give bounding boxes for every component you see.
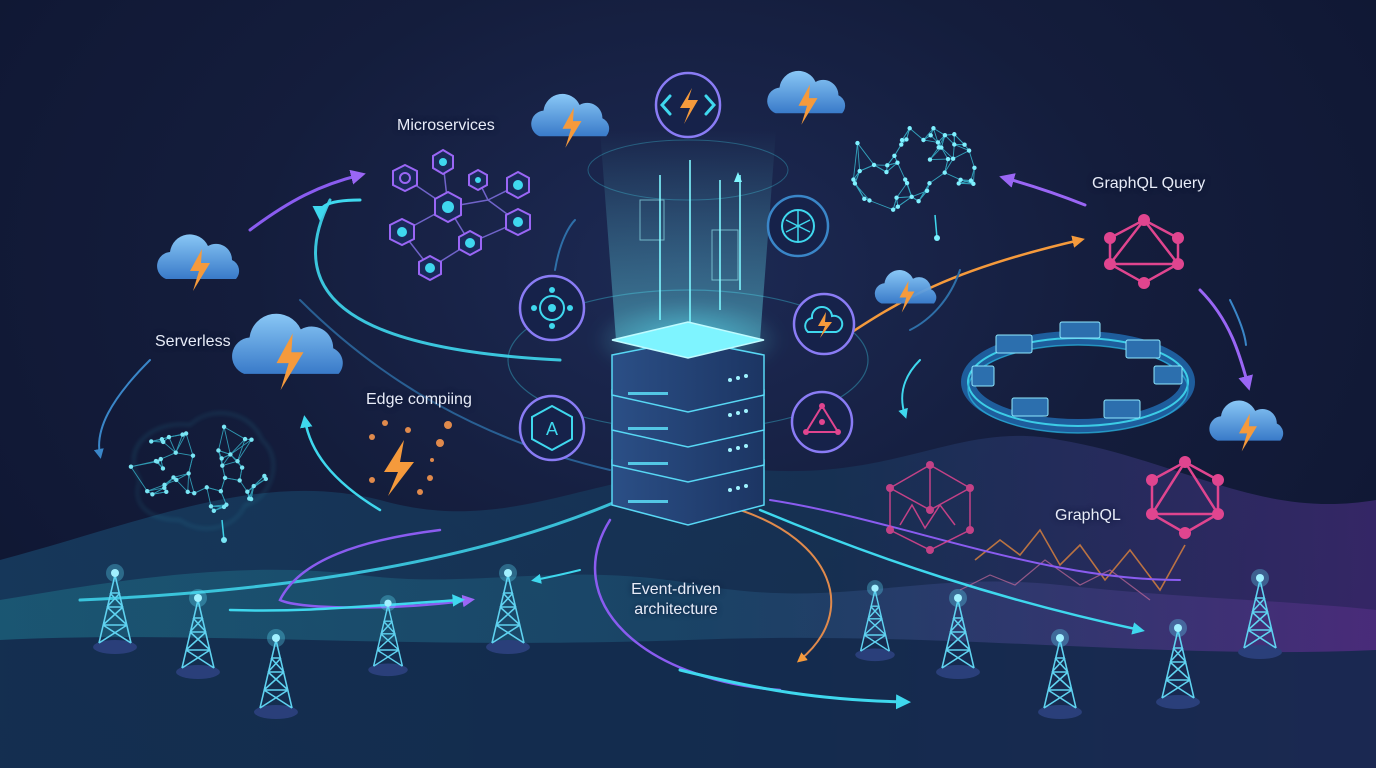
microservices-hexagon-graph — [389, 148, 531, 282]
cloud-lightning-icon — [767, 70, 846, 125]
cell-tower-icon — [1238, 569, 1282, 659]
brain-network-badge — [766, 194, 830, 258]
top-code-badge — [654, 71, 722, 139]
event-ring-containers — [961, 321, 1195, 434]
event-driven-line1: Event-driven — [631, 581, 721, 598]
cloud-bolt-badge — [792, 292, 856, 356]
edge-computing-icon — [369, 420, 452, 496]
cell-tower-icon — [176, 589, 220, 679]
cloud-lightning-icon — [232, 313, 343, 391]
cloud-lightning-icon — [1209, 400, 1284, 452]
graphql-logo-top — [1104, 214, 1184, 289]
cloud-lightning-icon — [157, 234, 240, 291]
cell-tower-icon — [1038, 629, 1082, 719]
graphql-label: GraphQL — [1055, 507, 1121, 524]
edge-computing-label: Edge compiing — [366, 391, 472, 408]
microservices-label: Microservices — [397, 117, 495, 134]
cloud-lightning-icon — [874, 270, 937, 313]
graph-cube-network — [886, 461, 974, 554]
metrics-line-chart — [974, 528, 1186, 592]
server-stack-icon — [593, 300, 783, 526]
event-driven-line2: architecture — [634, 601, 718, 618]
cell-tower-icon — [93, 564, 137, 654]
cell-tower-icon — [486, 564, 530, 654]
event-driven-label: Event-driven architecture — [614, 580, 738, 620]
network-node-badge — [518, 274, 586, 342]
cloud-lightning-icon — [531, 93, 610, 148]
graph-triangle-badge — [790, 390, 854, 454]
graphql-logo-bottom — [1146, 456, 1224, 539]
cell-tower-icon — [368, 595, 408, 677]
graphql-a-badge: A — [518, 394, 586, 462]
svg-text:A: A — [546, 419, 558, 439]
neural-brain-left — [128, 412, 274, 543]
graphql-query-label: GraphQL Query — [1092, 175, 1206, 192]
cell-tower-icon — [855, 580, 895, 662]
cell-tower-icon — [936, 589, 980, 679]
cell-tower-icon — [254, 629, 298, 719]
serverless-label: Serverless — [155, 333, 231, 350]
neural-brain-right — [851, 126, 977, 241]
cell-tower-icon — [1156, 619, 1200, 709]
